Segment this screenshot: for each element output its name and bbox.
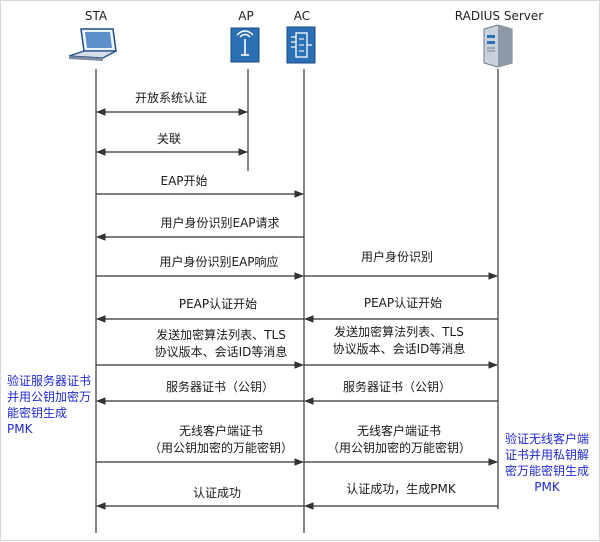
- label-cipher-left-2: 协议版本、会话ID等消息: [154, 345, 288, 359]
- label-server-cert-right: 服务器证书（公钥）: [342, 380, 452, 394]
- label-cipher-left-1: 发送加密算法列表、TLS: [156, 328, 286, 342]
- header-ac: AC: [293, 9, 311, 23]
- header-sta: STA: [84, 9, 108, 23]
- label-auth-success-left: 认证成功: [192, 486, 242, 500]
- label-cipher-right-2: 协议版本、会话ID等消息: [332, 342, 466, 356]
- label-server-cert-left: 服务器证书（公钥）: [165, 380, 275, 394]
- label-client-cert-right-1: 无线客户端证书: [356, 424, 442, 438]
- label-auth-success-right: 认证成功，生成PMK: [346, 482, 456, 496]
- label-client-cert-left-2: （用公钥加密的万能密钥）: [148, 441, 294, 455]
- label-client-cert-right-2: （用公钥加密的万能密钥）: [326, 441, 472, 455]
- server-icon: [483, 24, 513, 68]
- laptop-icon: [68, 28, 117, 61]
- label-cipher-right-1: 发送加密算法列表、TLS: [334, 325, 464, 339]
- label-eap-start: EAP开始: [160, 174, 208, 188]
- label-open-auth: 开放系统认证: [134, 91, 208, 105]
- label-id-request: 用户身份识别EAP请求: [160, 216, 280, 230]
- label-peap-start-left: PEAP认证开始: [178, 297, 258, 311]
- label-assoc: 关联: [156, 132, 182, 146]
- label-id-response: 用户身份识别EAP响应: [159, 255, 279, 269]
- header-ap: AP: [238, 9, 254, 23]
- header-radius-server: RADIUS Server: [454, 9, 544, 23]
- note-radius-verify-client-cert: 验证无线客户端证书并用私钥解密万能密钥生成PMK: [504, 432, 589, 494]
- label-client-cert-left-1: 无线客户端证书: [178, 424, 264, 438]
- label-id-forward: 用户身份识别: [360, 250, 434, 264]
- label-peap-start-right: PEAP认证开始: [363, 296, 443, 310]
- note-sta-verify-server-cert: 验证服务器证书并用公钥加密万能密钥生成PMK: [7, 374, 92, 436]
- access-controller-icon: [286, 26, 316, 64]
- access-point-icon: [230, 27, 260, 63]
